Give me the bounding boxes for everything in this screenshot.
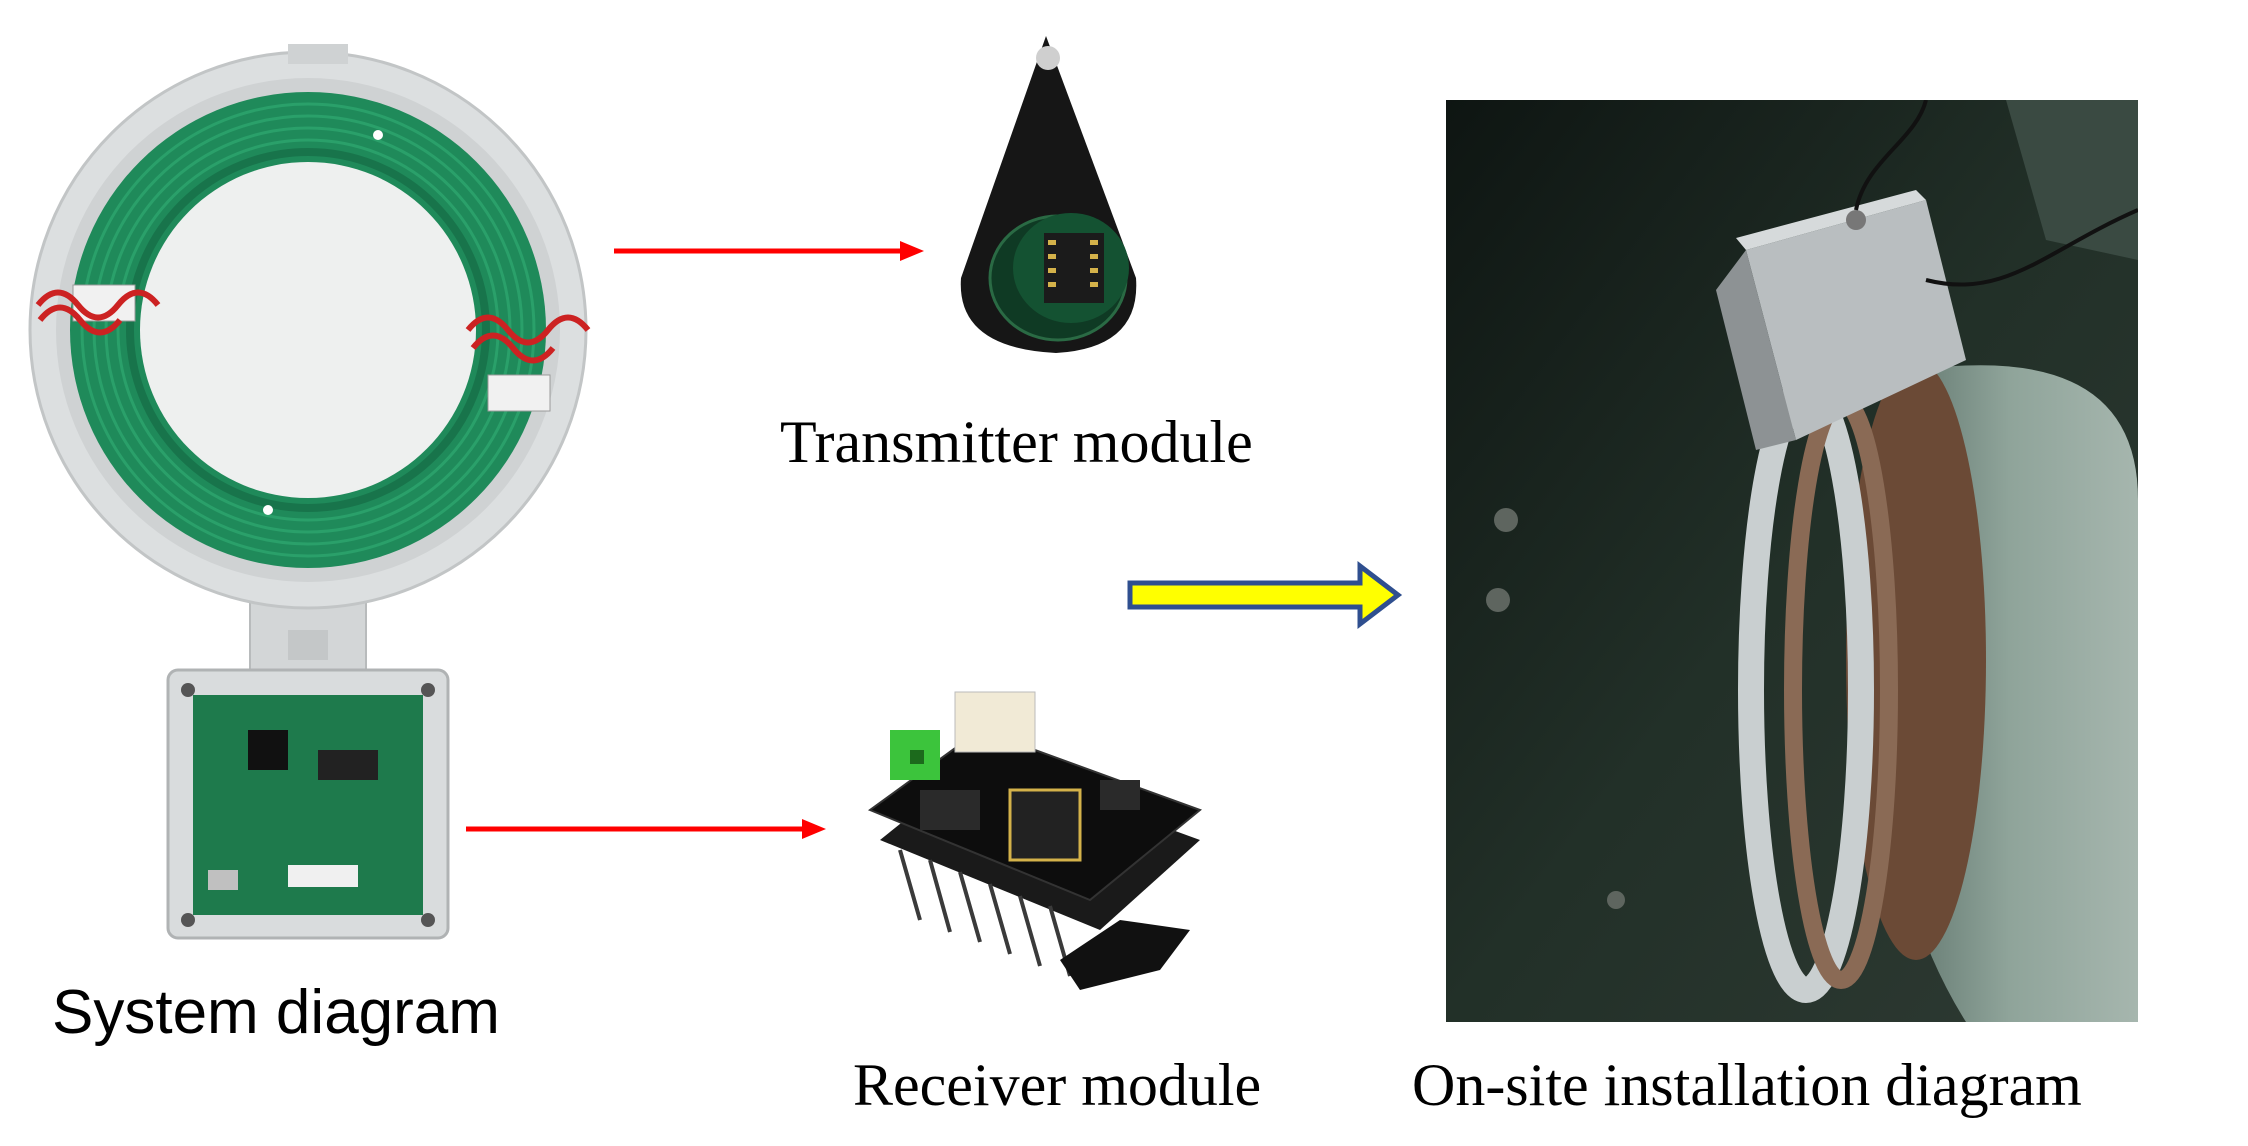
- receiver-label: Receiver module: [853, 1052, 1262, 1118]
- transmitter-label: Transmitter module: [780, 409, 1253, 475]
- onsite-label: On-site installation diagram: [1412, 1052, 2082, 1118]
- installation-photo-icon: [1446, 100, 2138, 1022]
- system-label: System diagram: [52, 978, 500, 1047]
- block-arrow-to-installation: [1124, 560, 1404, 630]
- coil-ring-with-box-icon: [28, 44, 591, 940]
- system-photo: [18, 30, 598, 940]
- arrow-to-receiver: [466, 814, 826, 844]
- receiver-board-icon: [867, 691, 1202, 990]
- transmitter-pcb-icon: [960, 36, 1137, 353]
- arrow-to-transmitter: [614, 236, 924, 266]
- onsite-photo: [1446, 100, 2138, 1022]
- transmitter-photo: [936, 28, 1156, 358]
- receiver-photo: [860, 670, 1220, 1000]
